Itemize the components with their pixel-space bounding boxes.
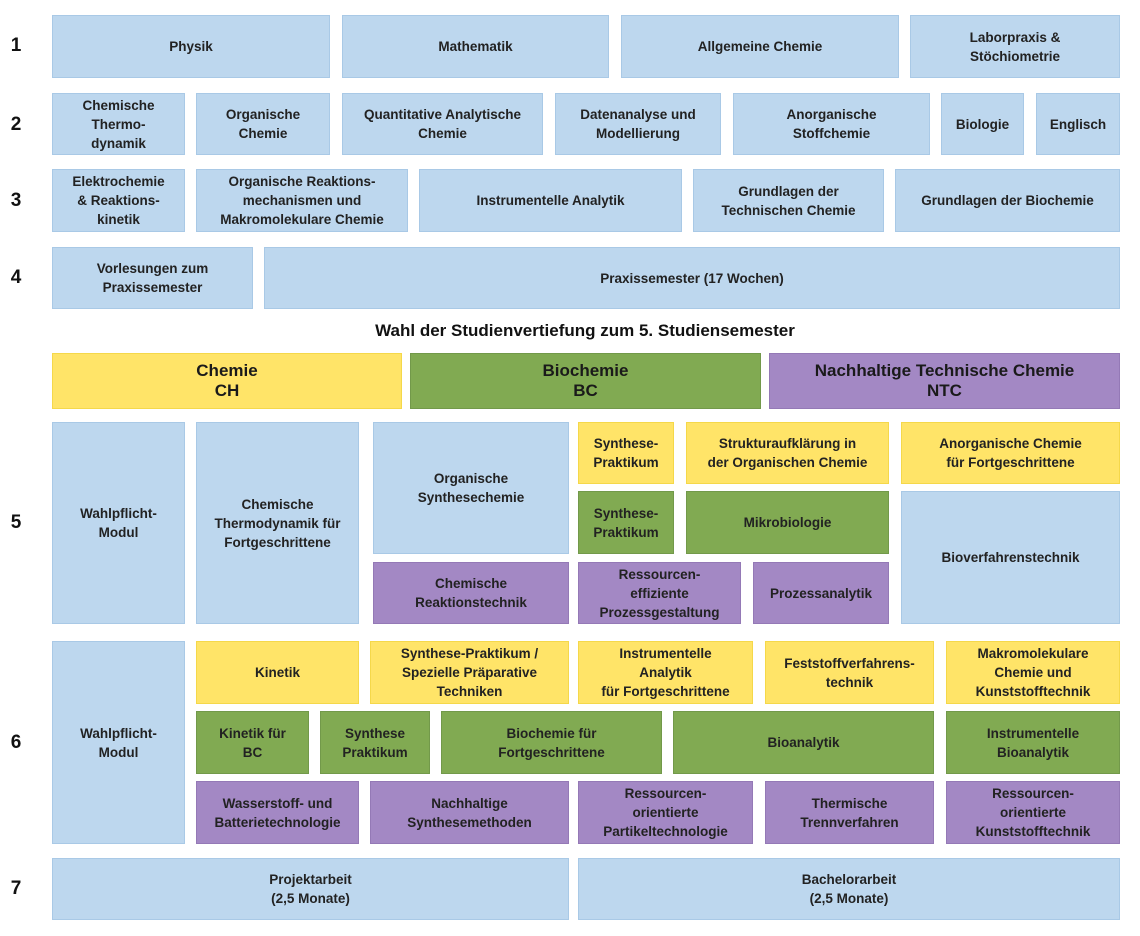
semester-number-5: 5 (10, 512, 22, 533)
module-makromolekulare-kunststofftechnik: Makromolekulare Chemie und Kunststofftec… (946, 641, 1120, 704)
module-wahlpflicht-6: Wahlpflicht- Modul (52, 641, 185, 844)
module-strukturaufklaerung: Strukturaufklärung in der Organischen Ch… (686, 422, 889, 484)
module-grundlagen-biochemie: Grundlagen der Biochemie (895, 169, 1120, 232)
module-bioanalytik: Bioanalytik (673, 711, 934, 774)
module-thermische-trennverfahren: Thermische Trennverfahren (765, 781, 934, 844)
module-instrumentelle-analytik-fortgeschrittene: Instrumentelle Analytik für Fortgeschrit… (578, 641, 753, 704)
module-organische-chemie: Organische Chemie (196, 93, 330, 155)
module-anorganische-chemie-fortgeschrittene: Anorganische Chemie für Fortgeschrittene (901, 422, 1120, 484)
module-organische-reaktionsmechanismen: Organische Reaktions- mechanismen und Ma… (196, 169, 408, 232)
module-prozessanalytik: Prozessanalytik (753, 562, 889, 624)
module-englisch: Englisch (1036, 93, 1120, 155)
module-anorganische-stoffchemie: Anorganische Stoffchemie (733, 93, 930, 155)
module-grundlagen-technische-chemie: Grundlagen der Technischen Chemie (693, 169, 884, 232)
module-ressourcenorientierte-partikeltechnologie: Ressourcen- orientierte Partikeltechnolo… (578, 781, 753, 844)
module-synthese-praktikum-ch: Synthese- Praktikum (578, 422, 674, 484)
specialization-heading: Wahl der Studienvertiefung zum 5. Studie… (375, 321, 795, 340)
semester-number-2: 2 (10, 114, 22, 135)
module-synthese-praktikum-bc-6: Synthese Praktikum (320, 711, 430, 774)
module-instrumentelle-analytik: Instrumentelle Analytik (419, 169, 682, 232)
module-biologie: Biologie (941, 93, 1024, 155)
module-synthese-praktikum-bc: Synthese- Praktikum (578, 491, 674, 554)
module-wahlpflicht-5: Wahlpflicht- Modul (52, 422, 185, 624)
semester-number-6: 6 (10, 732, 22, 753)
module-mikrobiologie: Mikrobiologie (686, 491, 889, 554)
module-bioverfahrenstechnik: Bioverfahrenstechnik (901, 491, 1120, 624)
track-chemie: Chemie CH (52, 353, 402, 409)
module-elektrochemie: Elektrochemie & Reaktions- kinetik (52, 169, 185, 232)
semester-number-1: 1 (10, 35, 22, 56)
module-chemische-reaktionstechnik: Chemische Reaktionstechnik (373, 562, 569, 624)
module-ressourceneffiziente-prozessgestaltung: Ressourcen- effiziente Prozessgestaltung (578, 562, 741, 624)
module-organische-synthesechemie: Organische Synthesechemie (373, 422, 569, 554)
module-kinetik: Kinetik (196, 641, 359, 704)
module-bachelorarbeit: Bachelorarbeit (2,5 Monate) (578, 858, 1120, 920)
module-vorlesungen-praxissemester: Vorlesungen zum Praxissemester (52, 247, 253, 309)
module-kinetik-bc: Kinetik für BC (196, 711, 309, 774)
module-ressourcenorientierte-kunststofftechnik: Ressourcen- orientierte Kunststofftechni… (946, 781, 1120, 844)
module-instrumentelle-bioanalytik: Instrumentelle Bioanalytik (946, 711, 1120, 774)
module-biochemie-fortgeschrittene: Biochemie für Fortgeschrittene (441, 711, 662, 774)
module-quantitative-analytik: Quantitative Analytische Chemie (342, 93, 543, 155)
semester-number-3: 3 (10, 190, 22, 211)
module-wasserstoff-batterietechnologie: Wasserstoff- und Batterietechnologie (196, 781, 359, 844)
module-chemische-thermodynamik: Chemische Thermo- dynamik (52, 93, 185, 155)
module-chemische-thermodynamik-fortgeschrittene: Chemische Thermodynamik für Fortgeschrit… (196, 422, 359, 624)
module-mathematik: Mathematik (342, 15, 609, 78)
module-feststoffverfahrenstechnik: Feststoffverfahrens- technik (765, 641, 934, 704)
track-biochemie: Biochemie BC (410, 353, 761, 409)
module-synthese-praktikum-spezielle: Synthese-Praktikum / Spezielle Präparati… (370, 641, 569, 704)
module-physik: Physik (52, 15, 330, 78)
semester-number-4: 4 (10, 267, 22, 288)
module-datenanalyse: Datenanalyse und Modellierung (555, 93, 721, 155)
module-projektarbeit: Projektarbeit (2,5 Monate) (52, 858, 569, 920)
semester-number-7: 7 (10, 878, 22, 899)
track-nachhaltige-technische-chemie: Nachhaltige Technische Chemie NTC (769, 353, 1120, 409)
module-laborpraxis: Laborpraxis & Stöchiometrie (910, 15, 1120, 78)
module-allgemeine-chemie: Allgemeine Chemie (621, 15, 899, 78)
module-nachhaltige-synthesemethoden: Nachhaltige Synthesemethoden (370, 781, 569, 844)
module-praxissemester: Praxissemester (17 Wochen) (264, 247, 1120, 309)
